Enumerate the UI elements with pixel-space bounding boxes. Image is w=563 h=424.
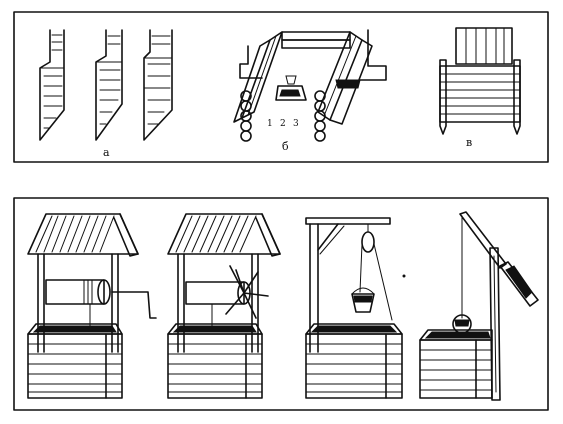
log-end-3 [143,29,173,141]
well-shadoof-sweep [419,211,539,401]
well-windlass-crank [27,213,157,399]
label-b-3: 3 [293,119,299,129]
figure-a-log-ends: а [39,29,173,159]
label-b-1: 1 [267,119,273,129]
well-pulley-bucket [305,217,406,399]
label-v: в [466,136,472,149]
log-end-2 [95,29,123,141]
figure-v-plank-wall: в [439,27,521,149]
figure-b-log-joint: 1 2 3 б [233,29,387,153]
label-b-2: 2 [280,119,286,129]
well-windlass-wheel [167,213,281,399]
label-a: а [103,146,110,159]
label-b: б [282,140,289,153]
log-end-1 [39,29,65,141]
top-panel-border [13,11,549,163]
bottom-panel-border [13,197,549,411]
